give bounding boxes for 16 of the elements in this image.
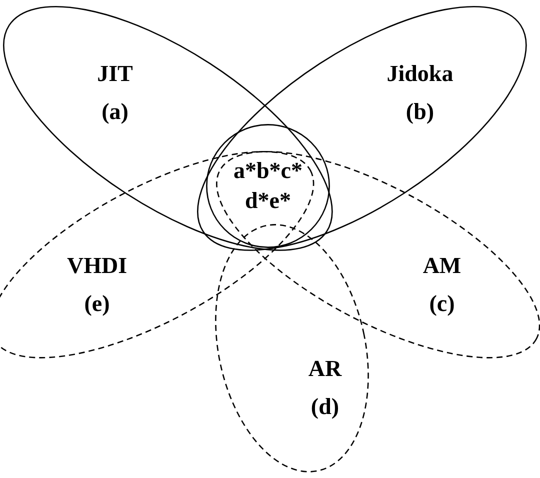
set-letter: (e) <box>84 290 110 317</box>
set-name: AR <box>308 354 342 382</box>
intersection-circle <box>206 124 330 248</box>
set-letter: (c) <box>429 290 455 317</box>
solid-ellipse <box>197 6 527 250</box>
overlap-label: a*b*c* d*e* <box>232 157 304 215</box>
set-letter: (a) <box>102 98 128 125</box>
set-letter: (b) <box>406 98 434 125</box>
dashed-ellipse <box>215 224 369 472</box>
set-name: AM <box>422 252 462 279</box>
set-name: JIT <box>97 60 133 87</box>
set-name: Jidoka <box>386 60 454 87</box>
dashed-ellipse <box>216 151 540 359</box>
set-letter: (d) <box>310 392 340 420</box>
solid-ellipse <box>3 6 333 250</box>
set-name: VHDI <box>66 252 128 279</box>
